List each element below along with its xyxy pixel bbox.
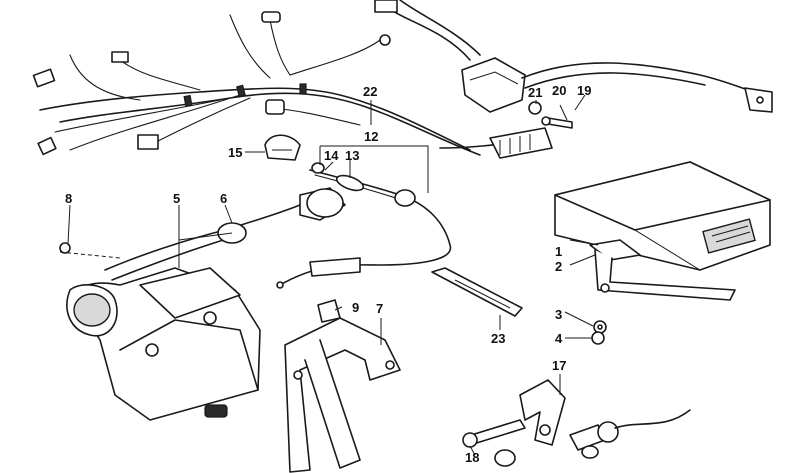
wiring-harness — [32, 11, 553, 159]
callout-6: 6 — [220, 191, 227, 206]
callout-19: 19 — [577, 83, 591, 98]
callout-3: 3 — [555, 307, 562, 322]
callout-20: 20 — [552, 83, 566, 98]
callout-21: 21 — [528, 85, 542, 100]
actuator-assembly — [59, 187, 346, 421]
callout-8: 8 — [65, 191, 72, 206]
callout-15: 15 — [228, 145, 242, 160]
callout-12: 12 — [364, 129, 378, 144]
callout-1: 1 — [555, 244, 562, 259]
callout-13: 13 — [345, 148, 359, 163]
switch-assembly — [374, 0, 773, 129]
callout-4: 4 — [555, 331, 563, 346]
brake-switch-assembly — [462, 379, 691, 467]
callout-5: 5 — [173, 191, 180, 206]
clip — [264, 134, 301, 161]
leader-lines — [67, 94, 599, 456]
callout-17: 17 — [552, 358, 566, 373]
callout-9: 9 — [352, 300, 359, 315]
cable-tie — [431, 267, 523, 317]
mounting-bracket — [284, 299, 401, 473]
control-cable — [276, 162, 452, 289]
callout-18: 18 — [465, 450, 479, 465]
callout-labels: 1 2 3 4 5 6 7 8 9 12 13 14 15 17 18 19 2… — [65, 83, 591, 465]
callout-7: 7 — [376, 301, 383, 316]
callout-2: 2 — [555, 259, 562, 274]
callout-14: 14 — [324, 148, 339, 163]
control-unit — [554, 161, 771, 345]
callout-23: 23 — [491, 331, 505, 346]
callout-22: 22 — [363, 84, 377, 99]
